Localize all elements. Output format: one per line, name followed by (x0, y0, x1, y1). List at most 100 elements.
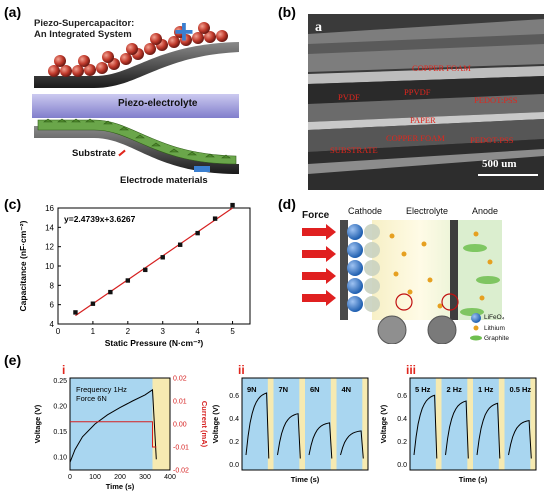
data-point (73, 310, 78, 315)
subpanel-numeral: ii (238, 363, 245, 377)
voltage-pulse (508, 420, 532, 459)
y-tick-label: 8 (50, 281, 55, 290)
x-tick-label: 2 (126, 327, 131, 336)
discharge-region (299, 378, 305, 470)
x-tick-label: 100 (89, 474, 101, 481)
y2-tick-label: 0.00 (173, 422, 187, 429)
top-ball-layer (48, 22, 228, 77)
panel-a-title: Piezo-Supercapacitor: An Integrated Syst… (34, 18, 134, 40)
y-tick-label: 0.4 (397, 416, 407, 423)
current-curve (70, 421, 157, 448)
pulse-label: 1 Hz (478, 385, 494, 394)
data-point (160, 255, 165, 260)
x-tick-label: 0 (56, 327, 61, 336)
discharge-region (435, 378, 442, 470)
panel-b-label: (b) (278, 4, 296, 20)
sem-layer-pedot-bottom: PEDOT:PSS (470, 135, 514, 145)
pulse-label: 7N (279, 385, 289, 394)
discharge-region (498, 378, 505, 470)
fit-line (75, 207, 233, 317)
panel-a-illustration (32, 22, 239, 174)
y2-axis-title: Current (mA) (200, 401, 209, 448)
y-tick-label: 4 (50, 320, 55, 329)
y-axis-title: Voltage (V) (33, 404, 42, 443)
frequency-annotation: Frequency 1Hz (76, 385, 127, 394)
lithium-ions (389, 231, 493, 309)
lifeo4-particles (347, 224, 380, 312)
plus-icon: + (174, 13, 194, 51)
discharge-region (267, 378, 274, 470)
plot-frame (57, 207, 251, 325)
voltage-region (70, 378, 153, 470)
x-tick-label: 0 (68, 474, 72, 481)
pulse-label: 9N (247, 385, 257, 394)
x-axis-title: Static Pressure (N·cm⁻²) (105, 338, 204, 348)
pulse-label: 4N (342, 385, 352, 394)
y-tick-label: 0.2 (229, 439, 239, 446)
x-tick-label: 4 (195, 327, 200, 336)
sem-layer-substrate: SUBSTRATE (330, 145, 378, 155)
sem-layer-ppvdf: PPVDF (404, 87, 431, 97)
green-electrode-layer (37, 118, 237, 165)
data-point (212, 216, 218, 221)
voltage-curve (69, 388, 157, 463)
sem-layer-pedot-top: PEDOT:PSS (474, 95, 518, 105)
force-arrows (302, 224, 336, 306)
data-point (143, 267, 148, 273)
y-tick-label: 14 (45, 223, 54, 232)
sem-layer-paper: PAPER (410, 115, 436, 125)
voltage-pulse (277, 413, 301, 459)
cathode-label: Cathode (348, 206, 383, 216)
panel-a-title-line2: An Integrated System (34, 29, 132, 40)
piezo-electrolyte-block (32, 94, 239, 118)
y-axis-title: Capacitance (nF·cm⁻²) (18, 220, 28, 311)
legend-lithium: Lithium (484, 325, 505, 332)
zoom-insets (377, 315, 457, 344)
panel-a-title-line1: Piezo-Supercapacitor: (34, 18, 135, 29)
subpanel-numeral: iii (406, 363, 416, 377)
electrode-materials-label: Electrode materials (120, 175, 208, 186)
pulse-label: 0.5 Hz (510, 385, 532, 394)
electrolyte-label: Electrolyte (406, 206, 449, 216)
anode-label: Anode (472, 206, 499, 216)
x-tick-label: 1 (91, 327, 96, 336)
voltage-pulse (476, 402, 501, 459)
y-tick-label: 0.6 (229, 393, 239, 400)
plot-frame (409, 377, 537, 471)
y-tick-label: 0.0 (397, 462, 407, 469)
x-tick-label: 300 (139, 474, 151, 481)
panel-e-label: (e) (4, 352, 22, 368)
data-point (195, 230, 200, 236)
voltage-pulse (245, 392, 270, 459)
force-annotation: Force 6N (76, 394, 107, 403)
y-axis-title: Voltage (V) (211, 404, 220, 443)
sem-inset-letter: a (315, 20, 322, 35)
voltage-pulse (413, 394, 438, 459)
discharge-region (152, 378, 170, 470)
legend-graphite: Graphite (484, 335, 509, 342)
y-tick-label: 10 (45, 262, 54, 271)
data-point (108, 289, 113, 295)
data-point (177, 242, 183, 247)
legend-lifeo4: LiFeO₄ (484, 314, 505, 321)
scale-bar-label: 500 um (482, 158, 517, 170)
x-axis-title: Time (s) (106, 482, 135, 491)
x-tick-label: 200 (114, 474, 126, 481)
sem-layer-copper-foam-bottom: COPPER FOAM (386, 133, 445, 143)
mechanism-illustration (302, 220, 502, 344)
x-axis-title: Time (s) (291, 475, 320, 484)
voltage-pulse (340, 430, 364, 459)
discharge-region (530, 378, 536, 470)
y-axis-title: Voltage (V) (379, 404, 388, 443)
y2-tick-label: -0.02 (173, 468, 189, 475)
y-tick-label: 0.2 (397, 439, 407, 446)
y-tick-label: 0.6 (397, 393, 407, 400)
data-point (125, 278, 131, 283)
x-tick-label: 3 (161, 327, 166, 336)
y-tick-label: 6 (50, 301, 55, 310)
y-tick-label: 0.0 (229, 462, 239, 469)
y-tick-label: 0.10 (53, 455, 67, 462)
